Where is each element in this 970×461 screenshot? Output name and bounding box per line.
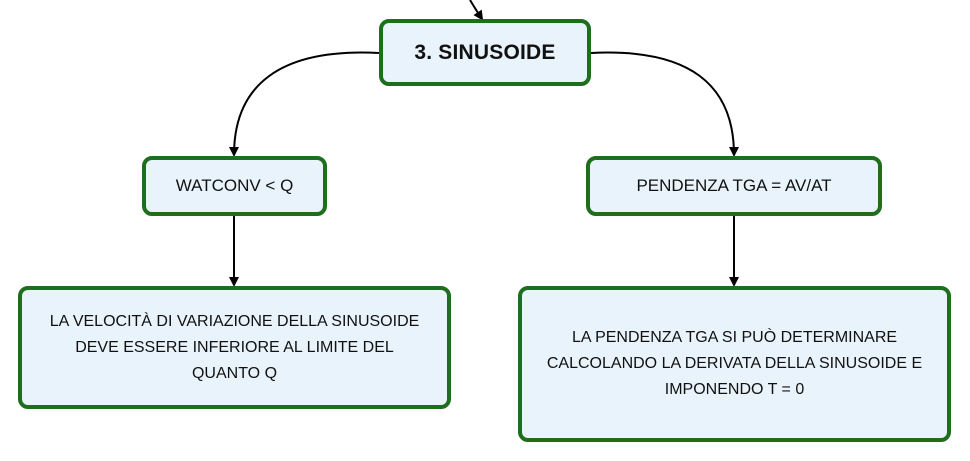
left-detail-text: LA VELOCITÀ DI VARIAZIONE DELLA SINUSOID… bbox=[49, 312, 420, 382]
root-node-label: 3. SINUSOIDE bbox=[414, 40, 556, 64]
right-branch-node: PENDENZA TGA = AV/AT bbox=[586, 156, 882, 216]
left-branch-label: WATCONV < Q bbox=[175, 176, 294, 195]
right-branch-label: PENDENZA TGA = AV/AT bbox=[636, 176, 832, 195]
root-node: 3. SINUSOIDE bbox=[379, 19, 591, 86]
right-detail-text: LA PENDENZA TGA SI PUÒ DETERMINARE CALCO… bbox=[546, 329, 923, 398]
right-detail-node: LA PENDENZA TGA SI PUÒ DETERMINARE CALCO… bbox=[518, 286, 951, 442]
connector-root-to-right bbox=[590, 51, 739, 157]
left-branch-node: WATCONV < Q bbox=[142, 156, 327, 216]
left-detail-node: LA VELOCITÀ DI VARIAZIONE DELLA SINUSOID… bbox=[18, 286, 451, 409]
connector-root-to-left bbox=[229, 51, 380, 157]
incoming-connector bbox=[469, 0, 484, 21]
